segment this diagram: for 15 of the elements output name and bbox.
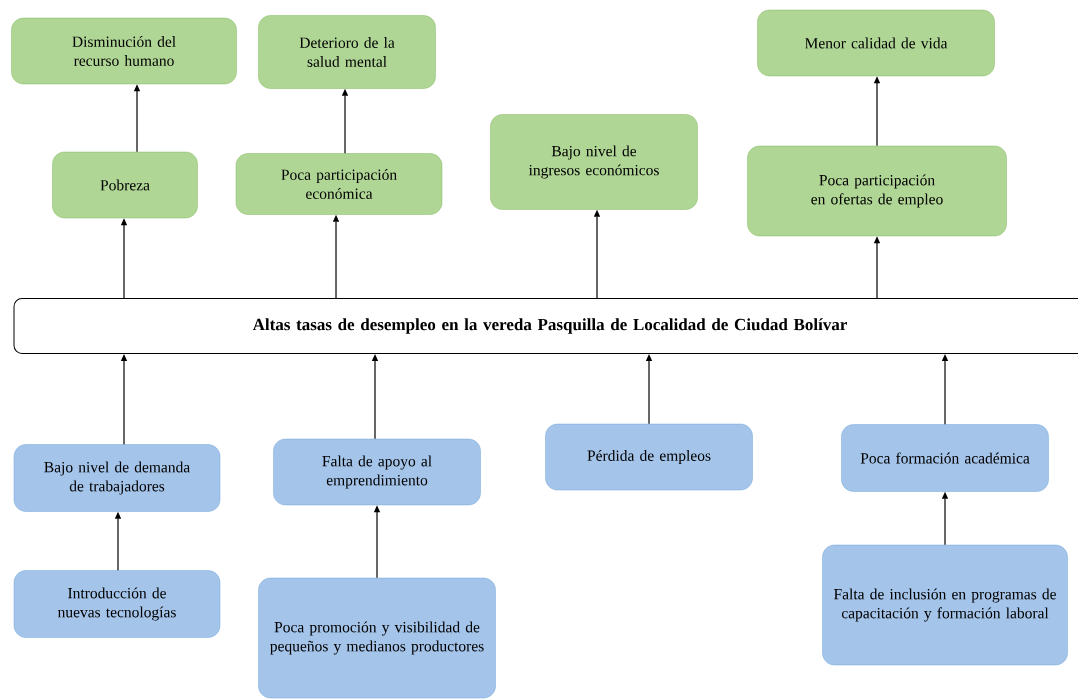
effect-box: Pobreza xyxy=(52,151,198,219)
cause-box: Poca promoción y visibilidad de pequeños y medianos productores xyxy=(258,577,496,699)
cause-box: Falta de inclusión en programas de capacitación y formación laboral xyxy=(822,544,1068,666)
effect-box: Disminución del recurso humano xyxy=(11,17,237,85)
cause-box: Falta de apoyo al emprendimiento xyxy=(273,438,481,506)
cause-box: Pérdida de empleos xyxy=(545,423,753,491)
cause-box: Bajo nivel de demanda de trabajadores xyxy=(13,444,221,512)
effect-box: Menor calidad de vida xyxy=(757,9,995,77)
cause-box: Poca formación académica xyxy=(841,424,1049,492)
problem-box: Altas tasas de desempleo en la vereda Pasquilla de Localidad de Ciudad Bolívar xyxy=(13,298,1078,354)
effect-box: Poca participación en ofertas de empleo xyxy=(747,145,1007,237)
cause-box: Introducción de nuevas tecnologías xyxy=(13,570,221,638)
effect-box: Deterioro de la salud mental xyxy=(258,15,436,89)
effect-box: Bajo nivel de ingresos económicos xyxy=(490,114,698,210)
effect-box: Poca participación económica xyxy=(235,153,443,215)
